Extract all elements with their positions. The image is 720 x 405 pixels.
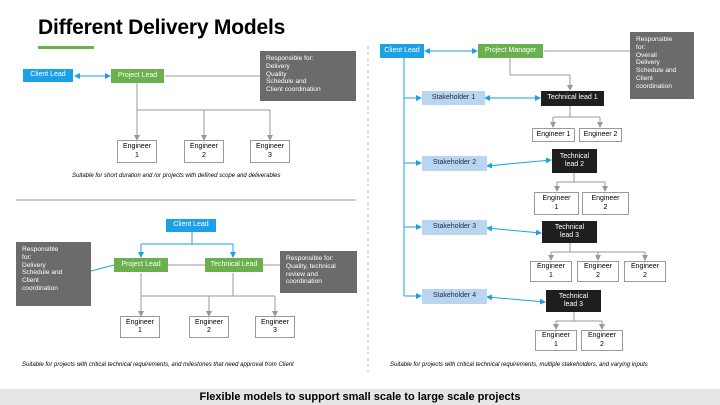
model2-project-lead-note: Responsible for: Delivery Schedule and C…: [16, 242, 91, 306]
page-title: Different Delivery Models: [38, 16, 286, 39]
model2-caption: Suitable for projects with critical tech…: [22, 362, 294, 368]
model2-client-lead: Client Lead: [166, 219, 216, 232]
model2-engineer-1: Engineer 1: [120, 316, 160, 338]
stakeholder-1: Stakeholder 1: [422, 91, 485, 105]
model3-technical-lead-4: Technical lead 3: [546, 290, 601, 312]
model1-responsibility-note: Responsible for: Delivery Quality Schedu…: [260, 51, 356, 101]
model3-group2-engineer-1: Engineer 1: [534, 192, 579, 215]
model3-client-lead: Client Lead: [380, 44, 424, 58]
model3-group3-engineer-2: Engineer 2: [577, 261, 619, 282]
model3-group3-engineer-1: Engineer 1: [530, 261, 572, 282]
model3-caption: Suitable for projects with critical tech…: [390, 362, 648, 368]
model1-client-lead: Client Lead: [23, 69, 73, 82]
model3-group1-engineer-2: Engineer 2: [579, 128, 622, 142]
model2-technical-lead: Technical Lead: [205, 258, 263, 272]
footer-banner: Flexible models to support small scale t…: [0, 389, 720, 405]
model1-caption: Suitable for short duration and /or proj…: [72, 173, 281, 179]
stakeholder-3: Stakeholder 3: [422, 220, 487, 235]
model3-group4-engineer-2: Engineer 2: [581, 330, 623, 351]
model1-project-lead: Project Lead: [111, 69, 164, 83]
model3-technical-lead-1: Technical lead 1: [541, 91, 604, 106]
model1-engineer-2: Engineer 2: [184, 140, 224, 163]
title-underline: [38, 46, 94, 49]
model1-engineer-1: Engineer 1: [117, 140, 157, 163]
model2-engineer-3: Engineer 3: [255, 316, 295, 338]
model3-group3-engineer-3: Engineer 2: [624, 261, 666, 282]
model3-technical-lead-2: Technical lead 2: [552, 149, 597, 173]
model3-group1-engineer-1: Engineer 1: [532, 128, 575, 142]
model3-project-manager: Project Manager: [478, 44, 543, 58]
model2-engineer-2: Engineer 2: [189, 316, 229, 338]
model2-project-lead: Project Lead: [114, 258, 168, 272]
model3-group2-engineer-2: Engineer 2: [582, 192, 629, 215]
stakeholder-4: Stakeholder 4: [422, 289, 487, 304]
model3-responsibility-note: Responsible for: Overall Delivery Schedu…: [630, 32, 694, 99]
stakeholder-2: Stakeholder 2: [422, 156, 487, 171]
model1-engineer-3: Engineer 3: [250, 140, 290, 163]
model3-technical-lead-3: Technical lead 3: [542, 221, 597, 243]
model2-technical-lead-note: Responsible for: Quality, technical revi…: [280, 251, 357, 293]
model3-group4-engineer-1: Engineer 1: [535, 330, 577, 351]
